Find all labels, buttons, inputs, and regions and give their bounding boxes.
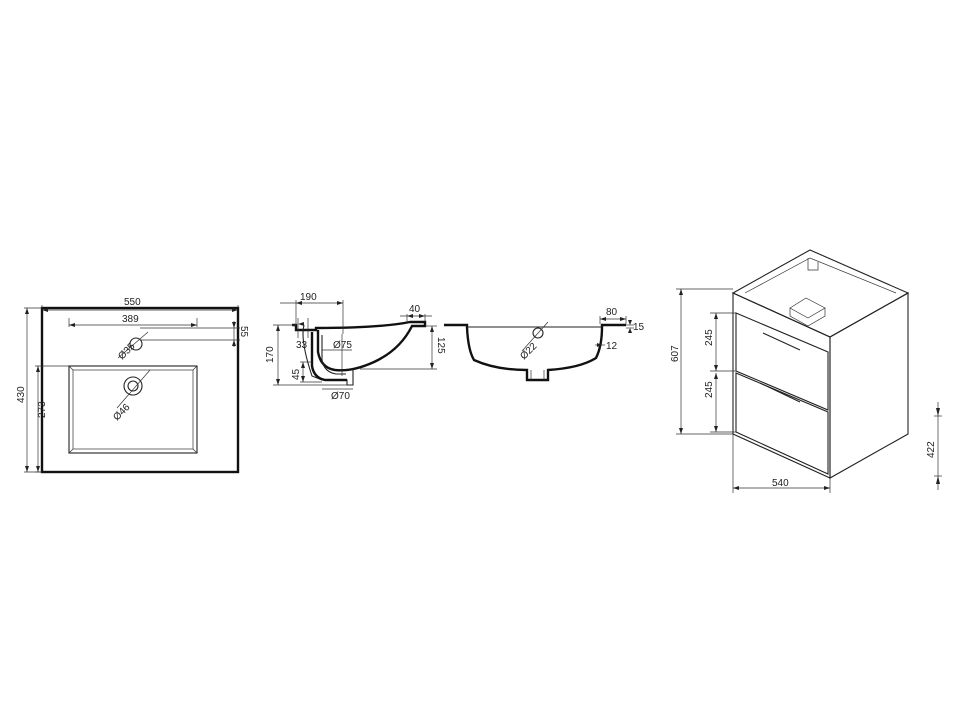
dim-mount-height: 422 [926,441,937,458]
dim-front-offset: 190 [300,292,317,303]
drawer-lower [735,372,829,475]
dim-cabinet-width: 540 [772,478,789,489]
dim-wall-thickness: 12 [606,341,618,352]
dim-edge-width: 80 [606,307,618,318]
drawer-upper [735,312,829,411]
dim-depth-overall: 430 [16,386,27,403]
dim-width-overall: 550 [124,297,141,308]
dim-height-overall: 170 [265,346,276,363]
handle-upper [762,332,801,351]
cabinet-front [732,292,831,479]
front-section: Ø22 80 15 12 [444,307,645,382]
cabinet-top [731,249,910,338]
dim-overflow-diameter: Ø22 [518,341,539,362]
basin-outline [40,306,240,474]
dim-drawer-lower: 245 [704,381,715,398]
drain-outer-icon [123,376,143,396]
basin-bowl [68,365,198,454]
dim-rim-width: 40 [409,304,421,315]
dim-trap-height: 45 [291,368,302,380]
dim-drawer-upper: 245 [704,329,715,346]
dim-drain-diameter: Ø46 [111,402,132,423]
dim-basin-depth: 125 [435,337,446,354]
dim-cabinet-height: 607 [670,345,681,362]
dim-drain-upper: Ø75 [333,340,352,351]
dim-front-lip: 33 [296,340,308,351]
dim-edge-thickness: 15 [633,322,645,333]
cabinet-view: 607 245 245 540 422 [670,249,942,493]
dim-drain-lower: Ø70 [331,391,350,402]
top-view: 550 389 55 Ø35 Ø46 430 273 [16,297,249,474]
dim-width-inner: 389 [122,314,139,325]
dim-depth-basin: 273 [37,401,48,418]
side-basin-profile [292,320,427,372]
overflow-icon [532,327,544,339]
cabinet-side [829,292,909,479]
front-basin-profile [444,323,626,382]
basin-bowl-inner [72,369,194,450]
drain-inner-icon [127,380,139,392]
side-section: 190 40 170 125 33 45 [265,292,446,402]
handle-lower [759,382,801,403]
tap-hole-icon [129,337,143,351]
dim-tap-offset: 55 [238,326,249,338]
